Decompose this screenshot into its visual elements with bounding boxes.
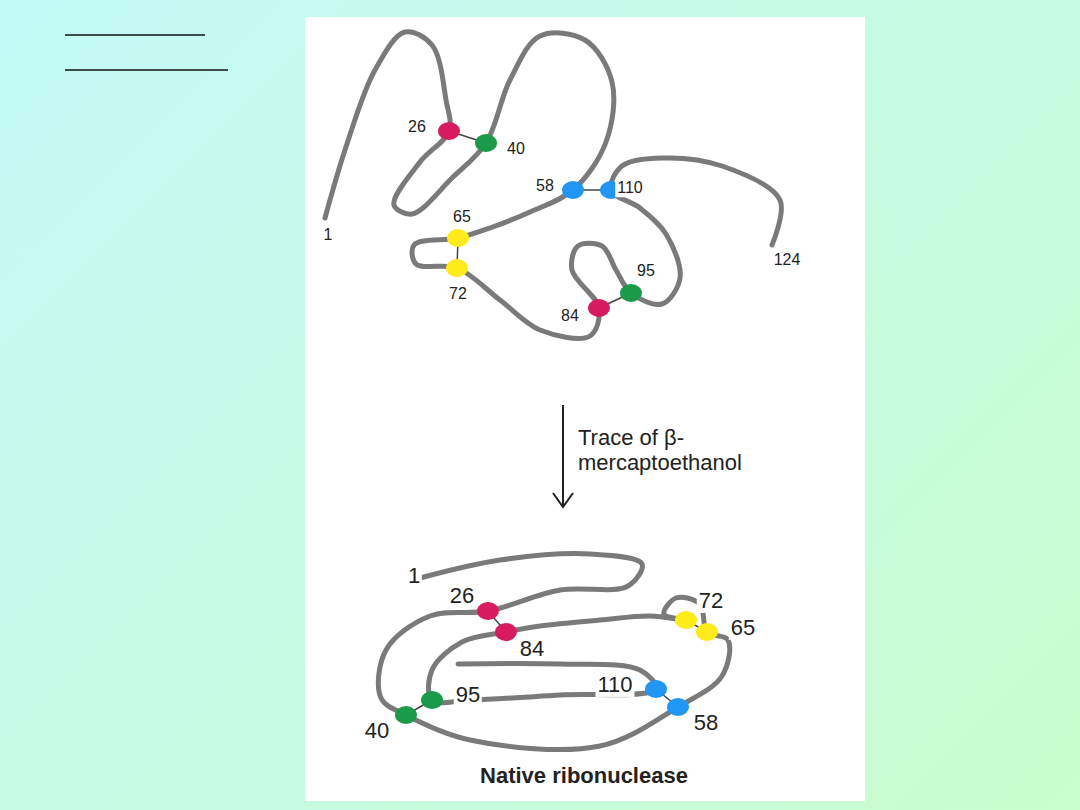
- cysteine-dot: [620, 284, 642, 302]
- residue-number: 95: [635, 262, 657, 280]
- cysteine-dot: [477, 602, 499, 620]
- residue-number: 1: [406, 564, 422, 588]
- residue-number: 58: [692, 711, 720, 735]
- cysteine-dot: [421, 691, 443, 709]
- cysteine-dot: [446, 259, 468, 277]
- cysteine-dot: [438, 122, 460, 140]
- polypeptide-chain: [325, 32, 781, 339]
- cysteine-dot: [495, 623, 517, 641]
- reagent-label: Trace of β-mercaptoethanol: [578, 425, 778, 476]
- residue-number: 110: [615, 179, 645, 197]
- residue-number: 40: [363, 719, 391, 743]
- residue-number: 84: [559, 307, 581, 325]
- residue-number: 40: [505, 140, 527, 158]
- cysteine-dot: [696, 623, 718, 641]
- cysteine-dot: [562, 181, 584, 199]
- disulfide-bond: [562, 181, 622, 199]
- cysteine-dot: [645, 680, 667, 698]
- residue-number: 58: [534, 177, 556, 195]
- residue-number: 110: [595, 673, 634, 697]
- disulfide-bond: [588, 284, 642, 317]
- disulfide-bond: [477, 602, 517, 641]
- residue-number: 65: [451, 208, 473, 226]
- disulfide-bond: [438, 122, 497, 152]
- residue-number: 72: [447, 285, 469, 303]
- disulfide-bond: [645, 680, 689, 716]
- residue-number: 26: [406, 118, 428, 136]
- disulfide-bond: [675, 611, 718, 641]
- residue-number: 124: [772, 251, 803, 269]
- residue-number: 72: [697, 589, 725, 613]
- cysteine-dot: [395, 706, 417, 724]
- residue-number: 65: [729, 616, 757, 640]
- reaction-arrow: [553, 405, 573, 507]
- cysteine-dot: [667, 698, 689, 716]
- caption: Native ribonuclease: [480, 763, 688, 789]
- blank-line: [65, 34, 205, 36]
- residue-number: 26: [448, 584, 476, 608]
- blank-line: [65, 69, 228, 71]
- polypeptide-chain: [378, 554, 729, 750]
- cysteine-dot: [475, 134, 497, 152]
- cysteine-dot: [588, 299, 610, 317]
- residue-number: 95: [454, 683, 482, 707]
- residue-number: 84: [518, 637, 546, 661]
- disulfide-bond: [395, 691, 443, 724]
- cysteine-dot: [675, 611, 697, 629]
- white-panel: [305, 17, 865, 801]
- residue-number: 1: [322, 226, 335, 244]
- disulfide-bond: [446, 229, 469, 277]
- cysteine-dot: [447, 229, 469, 247]
